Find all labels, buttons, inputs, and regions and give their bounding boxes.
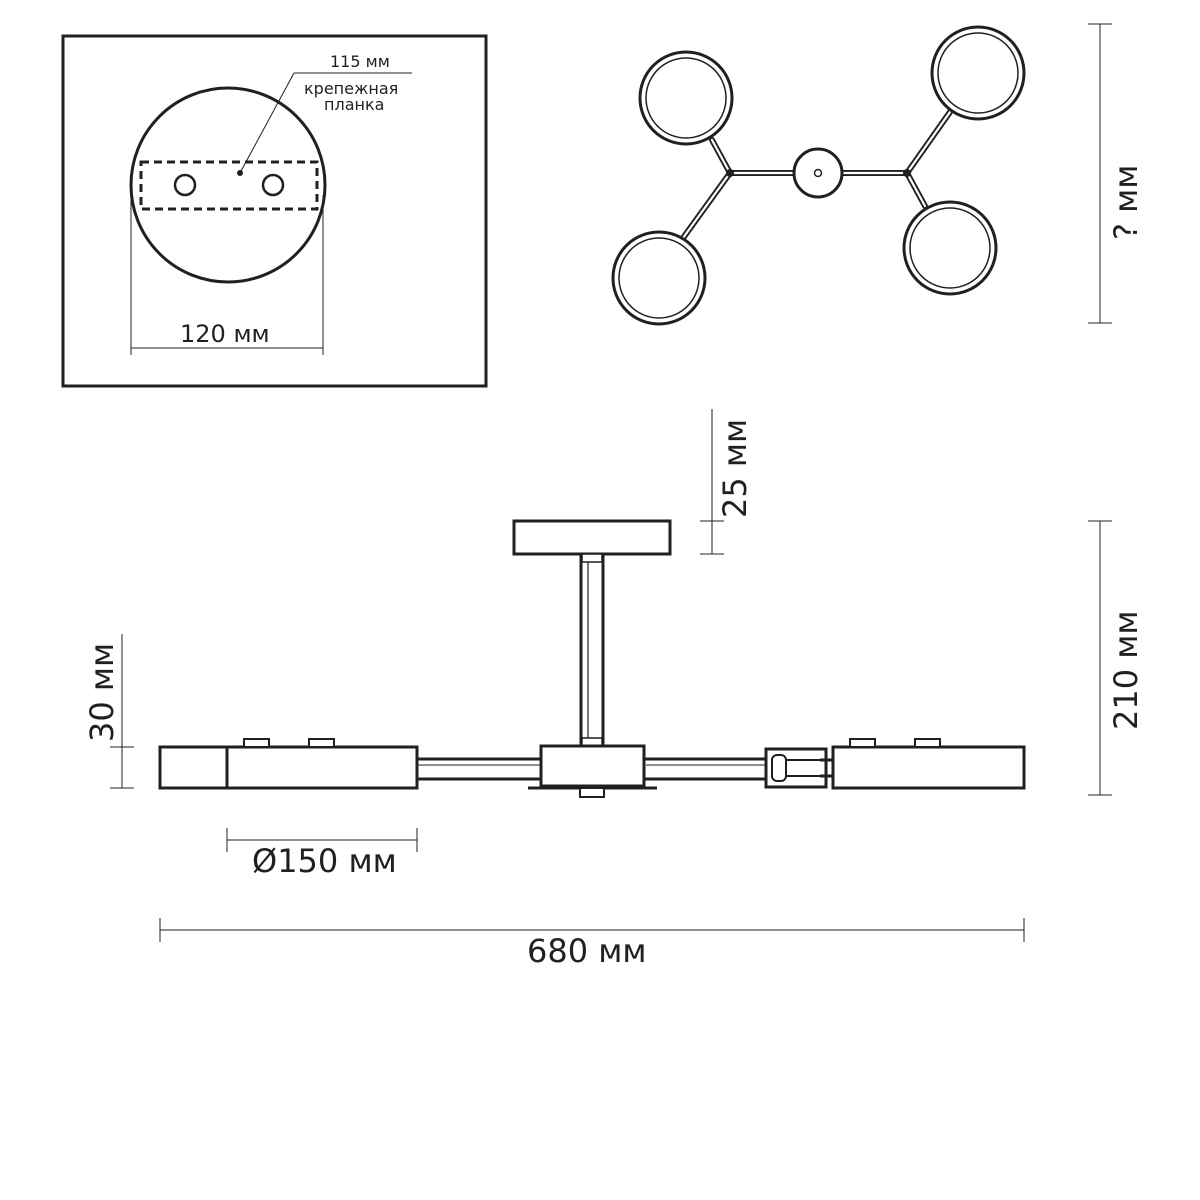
side-stem: [579, 552, 605, 748]
side-hub: [539, 744, 646, 788]
top-view: ? мм: [611, 23, 1145, 326]
screw-hole-right: [261, 173, 285, 197]
right-shade-pin-2: [914, 738, 941, 748]
arm-joint-right: [903, 169, 911, 177]
plate-label-line2: планка: [324, 95, 384, 114]
plate-leader-line: [239, 72, 295, 174]
right-shade-pin-1: [849, 738, 876, 748]
mount-inset: 115 мм крепежная планка 120 мм: [61, 34, 488, 388]
canopy-circle: [129, 86, 327, 284]
left-shade-pin-1: [243, 738, 270, 748]
canopy-width-label: 120 мм: [180, 320, 270, 348]
side-view: 25 мм 210 мм 30 мм Ø150 мм 680 мм: [83, 409, 1145, 970]
top-hub: [792, 147, 844, 199]
screw-hole-left: [173, 173, 197, 197]
left-shade-body: [225, 745, 419, 790]
canopy-height-label: 25 мм: [716, 419, 754, 518]
shade-height-label: 30 мм: [83, 643, 121, 742]
side-canopy: [512, 519, 672, 556]
plate-label-line1: крепежная: [304, 79, 398, 98]
side-arm-right: [642, 757, 770, 781]
shade-lower-right: [902, 200, 998, 296]
side-stem-collar-top: [581, 553, 603, 563]
total-width-label: 680 мм: [527, 932, 647, 970]
left-shade-pin-2: [308, 738, 335, 748]
shade-lower-left: [611, 230, 707, 326]
top-height-label: ? мм: [1107, 165, 1145, 240]
top-hub-center: [813, 168, 823, 178]
inset-frame: [61, 34, 488, 388]
side-arm-left: [414, 757, 544, 781]
right-shade-body: [831, 745, 1026, 790]
shade-upper-left: [638, 50, 734, 146]
mounting-plate-outline: [139, 160, 319, 211]
left-shade-cap: [158, 745, 230, 790]
total-height-label: 210 мм: [1107, 610, 1145, 730]
right-joint-screw: [771, 754, 787, 782]
plate-diameter-label: 115 мм: [330, 52, 390, 71]
shade-diameter-label: Ø150 мм: [252, 842, 397, 880]
side-hub-pin: [579, 787, 605, 798]
arm-joint-left: [726, 169, 734, 177]
shade-upper-right: [930, 25, 1026, 121]
